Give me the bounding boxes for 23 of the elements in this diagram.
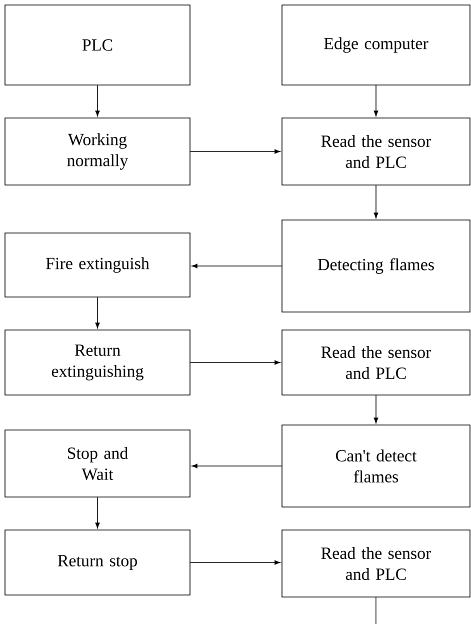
process-box: Edge computer bbox=[282, 4, 470, 86]
arrow bbox=[374, 185, 378, 218]
arrow bbox=[190, 149, 280, 154]
process-box: Fire extinguish bbox=[4, 232, 190, 298]
arrow bbox=[374, 85, 378, 116]
process-box: Can't detect flames bbox=[282, 424, 470, 508]
arrow bbox=[95, 297, 100, 328]
process-box: Read the sensor and PLC bbox=[282, 330, 470, 396]
process-box: Return stop bbox=[4, 530, 190, 596]
arrow bbox=[190, 560, 280, 565]
process-box: Read the sensor and PLC bbox=[282, 118, 470, 186]
arrow bbox=[374, 395, 378, 424]
arrow bbox=[192, 264, 282, 268]
process-box: Read the sensor and PLC bbox=[282, 530, 470, 598]
arrow bbox=[95, 85, 100, 116]
process-box: PLC bbox=[4, 4, 190, 86]
arrow bbox=[95, 497, 100, 528]
process-box: Stop and Wait bbox=[4, 430, 190, 498]
arrow bbox=[190, 360, 280, 365]
process-box: Working normally bbox=[4, 118, 190, 186]
arrow bbox=[192, 464, 282, 468]
process-box: Return extinguishing bbox=[4, 330, 190, 396]
process-box: Detecting flames bbox=[282, 220, 470, 312]
